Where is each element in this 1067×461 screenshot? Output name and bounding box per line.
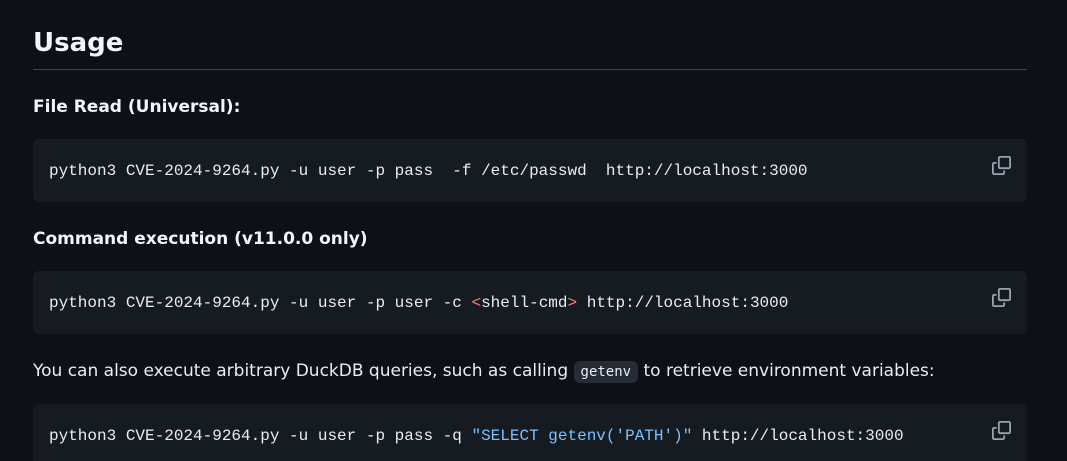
code-segment: "SELECT getenv('PATH')" — [471, 427, 693, 445]
code-block-duckdb-query: python3 CVE-2024-9264.py -u user -p pass… — [33, 404, 1027, 461]
subheading-command-execution: Command execution (v11.0.0 only) — [33, 229, 368, 249]
code-block-command-execution: python3 CVE-2024-9264.py -u user -p user… — [33, 271, 1027, 334]
code-segment: python3 CVE-2024-9264.py -u user -p user… — [49, 294, 472, 312]
code-segment: python3 CVE-2024-9264.py -u user -p pass… — [49, 162, 808, 180]
inline-code-getenv: getenv — [573, 361, 639, 383]
subheading-file-read: File Read (Universal): — [33, 97, 241, 117]
code-segment: > — [567, 294, 578, 312]
code-segment: http://localhost:3000 — [577, 294, 789, 312]
code-segment: python3 CVE-2024-9264.py -u user -p pass… — [49, 427, 472, 445]
copy-button[interactable] — [987, 151, 1015, 179]
code-segment: < — [471, 294, 482, 312]
copy-button[interactable] — [987, 283, 1015, 311]
paragraph-text-after: to retrieve environment variables: — [638, 361, 935, 381]
copy-icon — [991, 420, 1011, 440]
copy-icon — [991, 287, 1011, 307]
code-text-command-execution: python3 CVE-2024-9264.py -u user -p user… — [33, 271, 1027, 334]
code-block-file-read: python3 CVE-2024-9264.py -u user -p pass… — [33, 139, 1027, 202]
copy-button[interactable] — [987, 416, 1015, 444]
code-segment: shell-cmd — [481, 294, 568, 312]
copy-icon — [991, 155, 1011, 175]
code-text-file-read: python3 CVE-2024-9264.py -u user -p pass… — [33, 139, 1027, 202]
paragraph-duckdb: You can also execute arbitrary DuckDB qu… — [33, 360, 1027, 383]
page-title: Usage — [33, 28, 1027, 70]
code-segment: http://localhost:3000 — [692, 427, 904, 445]
code-text-duckdb-query: python3 CVE-2024-9264.py -u user -p pass… — [33, 404, 1027, 461]
paragraph-text-before: You can also execute arbitrary DuckDB qu… — [33, 361, 574, 381]
